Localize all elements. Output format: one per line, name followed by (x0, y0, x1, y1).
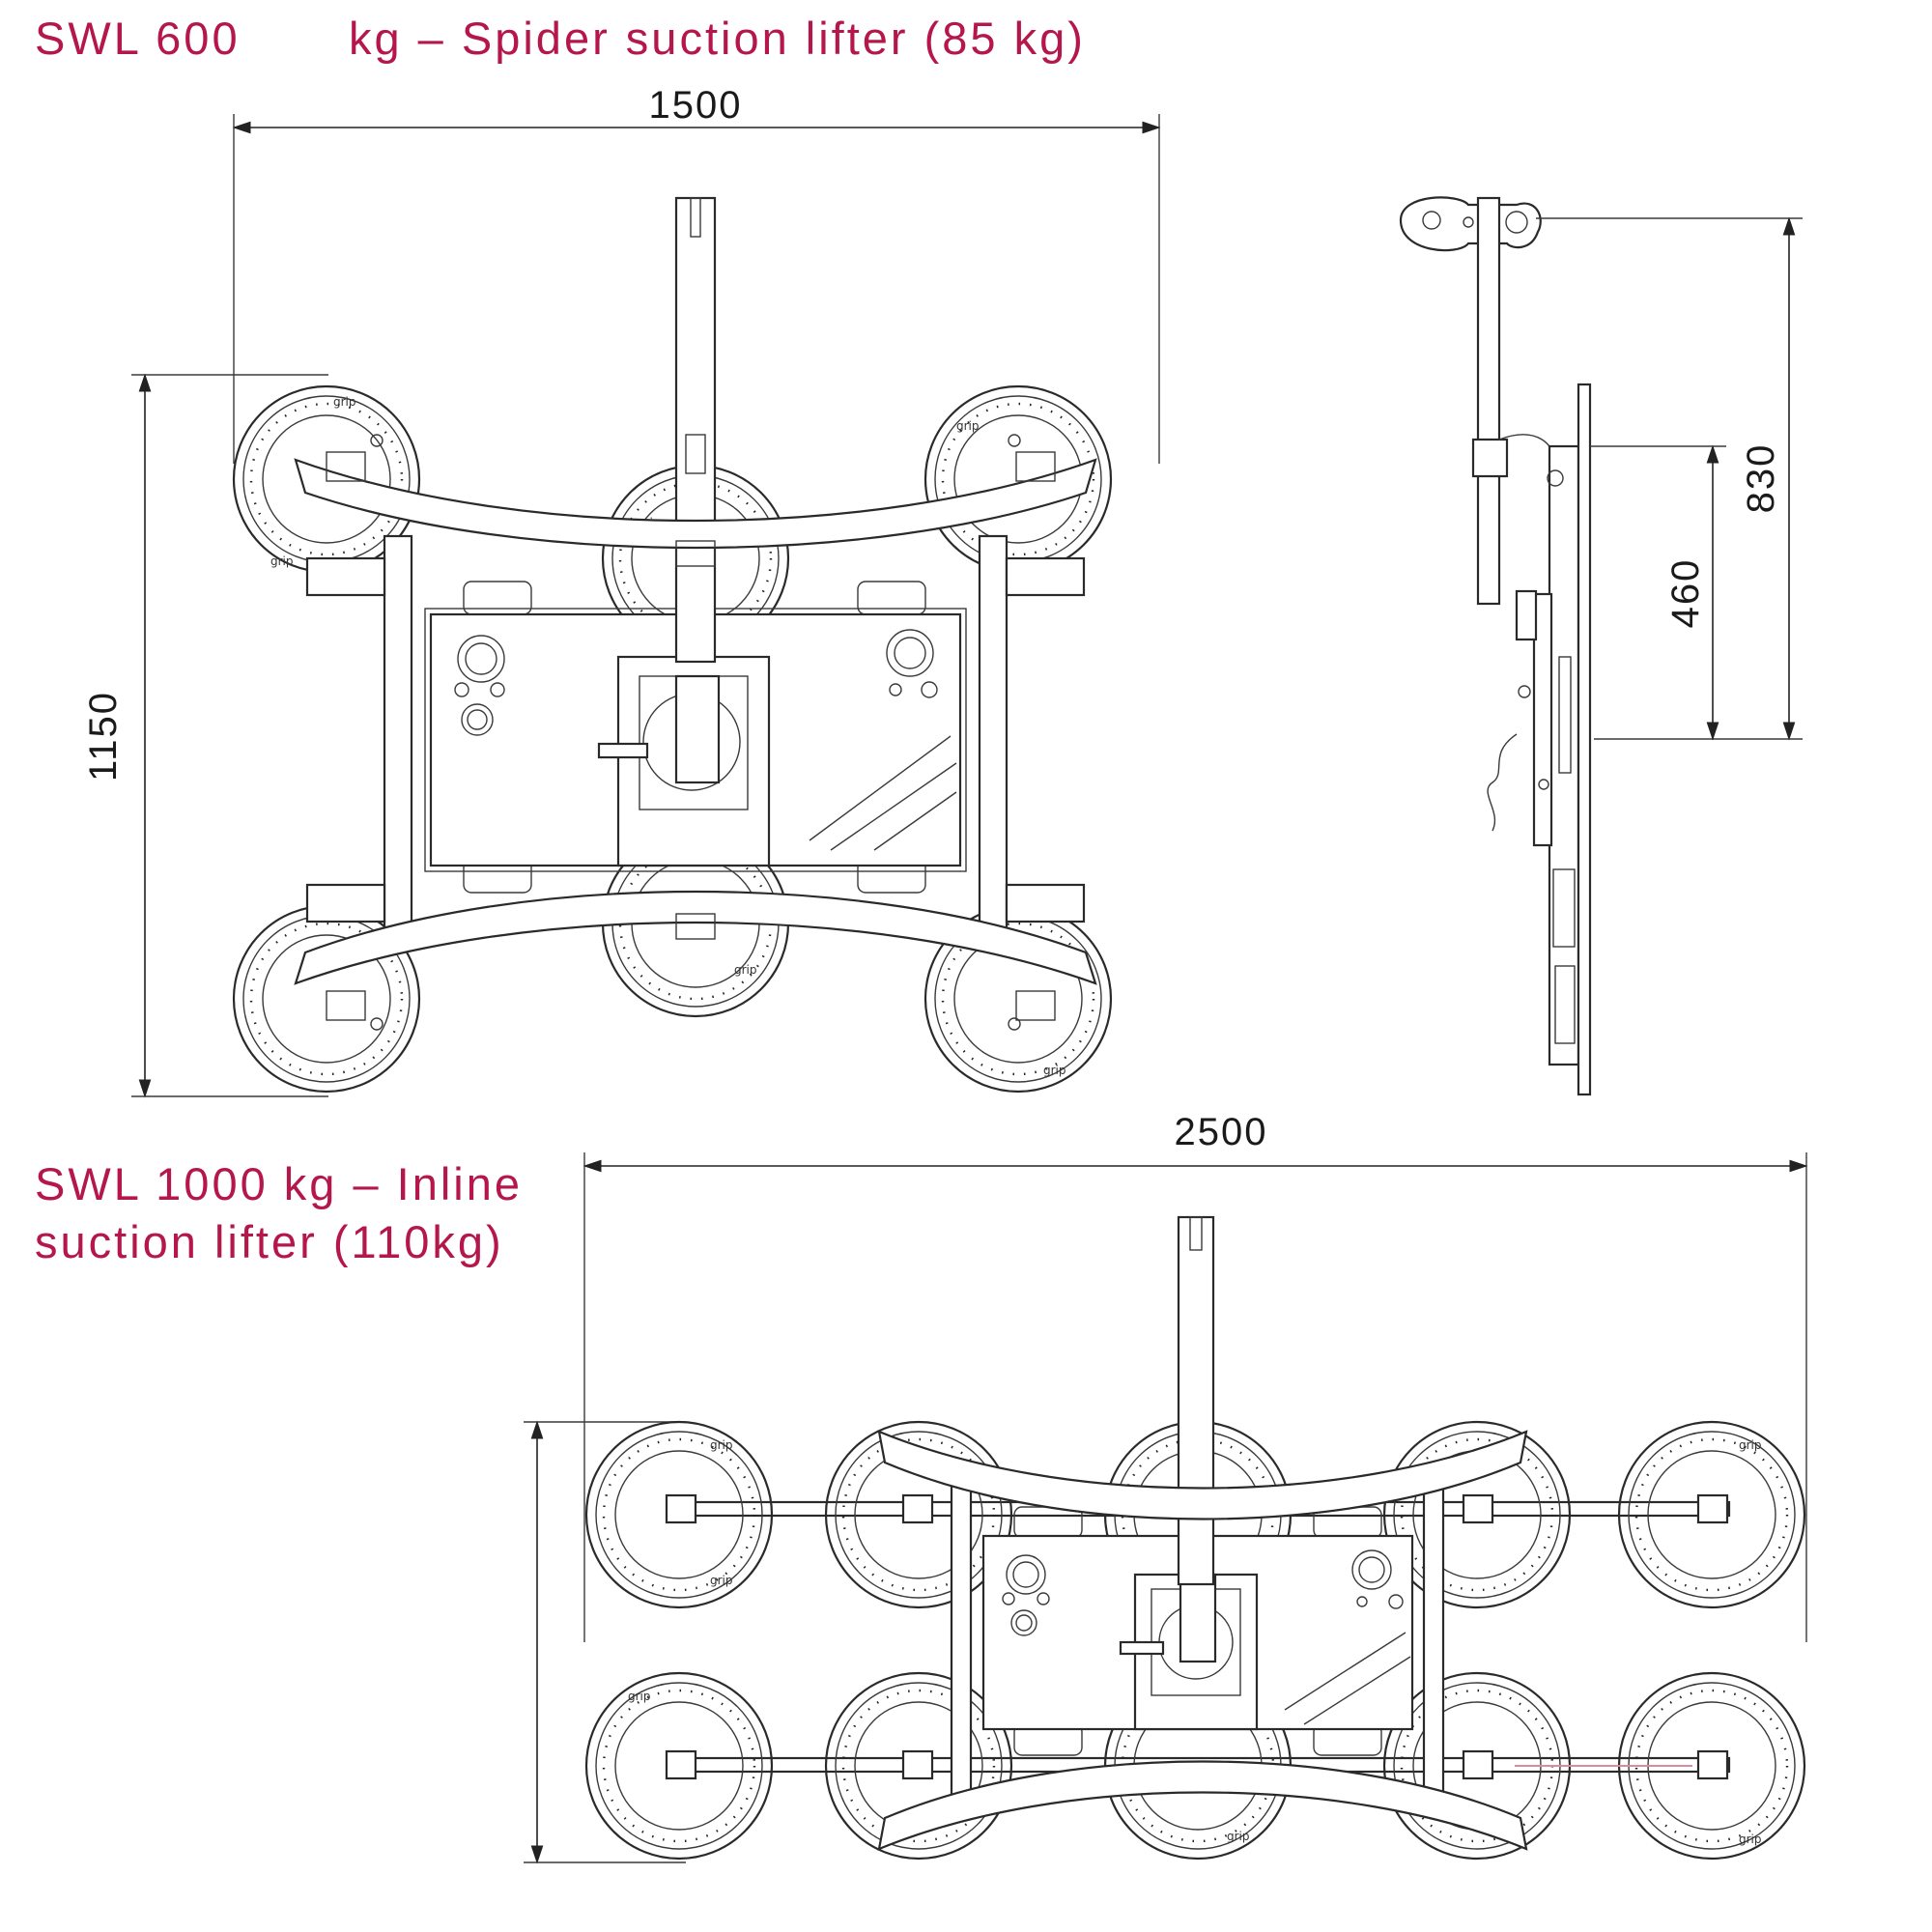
pad-brand-label: grip (1739, 1833, 1762, 1846)
pad-brand-label: grip (710, 1438, 733, 1452)
spider-width-dimension: 1500 (232, 84, 1161, 464)
pad-brand-label: grip (333, 395, 356, 409)
spider-side-view (1399, 196, 1592, 1096)
inline-height-dimension (524, 1420, 686, 1864)
side-dim-830-label: 830 (1740, 443, 1782, 514)
inline-width-dimension: 2500 (582, 1111, 1808, 1642)
spider-height-dimension: 1150 (82, 373, 328, 1098)
inline-title-line2: suction lifter (110kg) (35, 1216, 504, 1267)
pad-brand-label: grip (956, 419, 980, 433)
spider-title: SWL 600 kg – Spider suction lifter (85 k… (35, 13, 1086, 64)
inline-title-line1: SWL 1000 kg – Inline (35, 1158, 523, 1209)
spider-side-dimension-460: 460 (1590, 444, 1726, 741)
pad-brand-label: grip (1227, 1830, 1250, 1843)
pad-brand-label: grip (628, 1690, 651, 1703)
pad-brand-label: grip (710, 1574, 733, 1587)
pad-brand-label: grip (1739, 1438, 1762, 1452)
pad-brand-label: grip (270, 554, 294, 568)
pad-brand-label: grip (734, 963, 757, 977)
spider-height-label: 1150 (82, 691, 125, 781)
spider-front-view: grip grip grip grip grip grip (232, 196, 1113, 1094)
inline-width-label: 2500 (1175, 1111, 1268, 1153)
side-dim-460-label: 460 (1664, 558, 1707, 629)
inline-front-view: grip grip grip grip grip grip (584, 1215, 1806, 1861)
spider-width-label: 1500 (649, 84, 743, 127)
pad-brand-label: grip (1043, 1064, 1066, 1077)
spider-side-dimension-830: 830 (1536, 216, 1803, 741)
